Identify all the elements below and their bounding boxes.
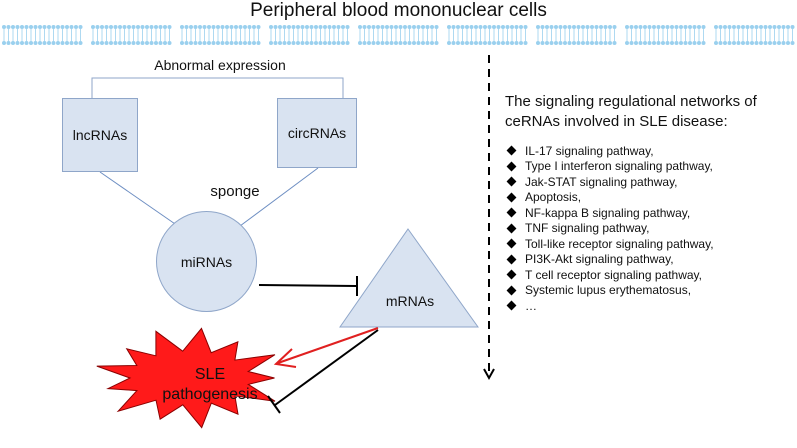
list-item: … [506,298,791,314]
abnormal-expression-bracket [91,77,344,98]
sle-burst [96,327,276,429]
mrna-label: mRNAs [385,293,435,309]
pathway-text: Apoptosis, [525,190,582,205]
membrane-segment [358,25,439,45]
page-title: Peripheral blood mononuclear cells [250,0,547,21]
membrane-segment [180,25,261,45]
diamond-bullet-icon [506,176,517,187]
cell-membrane [2,25,795,45]
mrna-inhibits-sle-bar [267,395,281,414]
mirna-label: miRNAs [180,253,233,270]
membrane-segment [2,25,83,45]
lncrna-label: lncRNAs [72,127,128,143]
list-item: Apoptosis, [506,190,791,206]
list-item: Jak-STAT signaling pathway, [506,174,791,190]
pathway-text: PI3K-Akt signaling pathway, [525,252,674,267]
pathway-text: Jak-STAT signaling pathway, [525,174,678,189]
divider-arrowhead [483,368,495,381]
list-item: TNF signaling pathway, [506,221,791,237]
pathway-text: Toll-like receptor signaling pathway, [525,236,714,251]
sle-label-line2: pathogenesis [162,386,258,403]
pathway-text: Type I interferon signaling pathway, [525,159,713,174]
circrna-node: circRNAs [277,98,357,168]
pathway-text: NF-kappa B signaling pathway, [525,205,691,220]
diamond-bullet-icon [506,223,517,234]
mrna-inhibits-sle-line [274,329,379,406]
diamond-bullet-icon [506,161,517,172]
circrna-to-mirna-line [239,167,319,227]
circrna-label: circRNAs [287,125,347,141]
diamond-bullet-icon [506,254,517,265]
sle-pathogenesis-label: SLE pathogenesis [130,365,290,405]
list-item: IL-17 signaling pathway, [506,143,791,159]
sponge-label: sponge [210,183,260,200]
mrna-triangle [339,228,479,328]
diamond-bullet-icon [506,285,517,296]
list-item: Systemic lupus erythematosus, [506,283,791,299]
membrane-segment [269,25,350,45]
membrane-segment [625,25,706,45]
mirna-inhibits-mrna-line [258,284,357,287]
diamond-bullet-icon [506,238,517,249]
lncrna-to-mirna-line [99,171,179,227]
pathway-text: T cell receptor signaling pathway, [525,267,702,282]
diamond-bullet-icon [506,300,517,311]
sle-label-line1: SLE [194,366,226,383]
mirna-node: miRNAs [156,211,257,312]
pathway-text: IL-17 signaling pathway, [525,143,654,158]
diamond-bullet-icon [506,269,517,280]
membrane-segment [536,25,617,45]
heading-line1: The signaling regulational networks of [505,93,757,110]
membrane-segment [447,25,528,45]
mrna-activates-sle-arrowhead [273,348,297,368]
diamond-bullet-icon [506,145,517,156]
list-item: NF-kappa B signaling pathway, [506,205,791,221]
pathway-text: Systemic lupus erythematosus, [525,283,692,298]
membrane-segment [714,25,795,45]
pathway-panel-heading: The signaling regulational networks of c… [505,92,790,132]
heading-line2: ceRNAs involved in SLE disease: [505,113,728,130]
list-item: Toll-like receptor signaling pathway, [506,236,791,252]
pathway-text: … [525,298,537,313]
list-item: PI3K-Akt signaling pathway, [506,252,791,268]
diamond-bullet-icon [506,192,517,203]
pathway-list: IL-17 signaling pathway, Type I interfer… [506,143,791,314]
pathway-text: TNF signaling pathway, [525,221,650,236]
mrna-activates-sle-line [277,327,379,364]
lncrna-node: lncRNAs [62,98,138,172]
list-item: T cell receptor signaling pathway, [506,267,791,283]
abnormal-expression-label: Abnormal expression [154,57,286,73]
list-item: Type I interferon signaling pathway, [506,159,791,175]
membrane-segment [91,25,172,45]
diamond-bullet-icon [506,207,517,218]
